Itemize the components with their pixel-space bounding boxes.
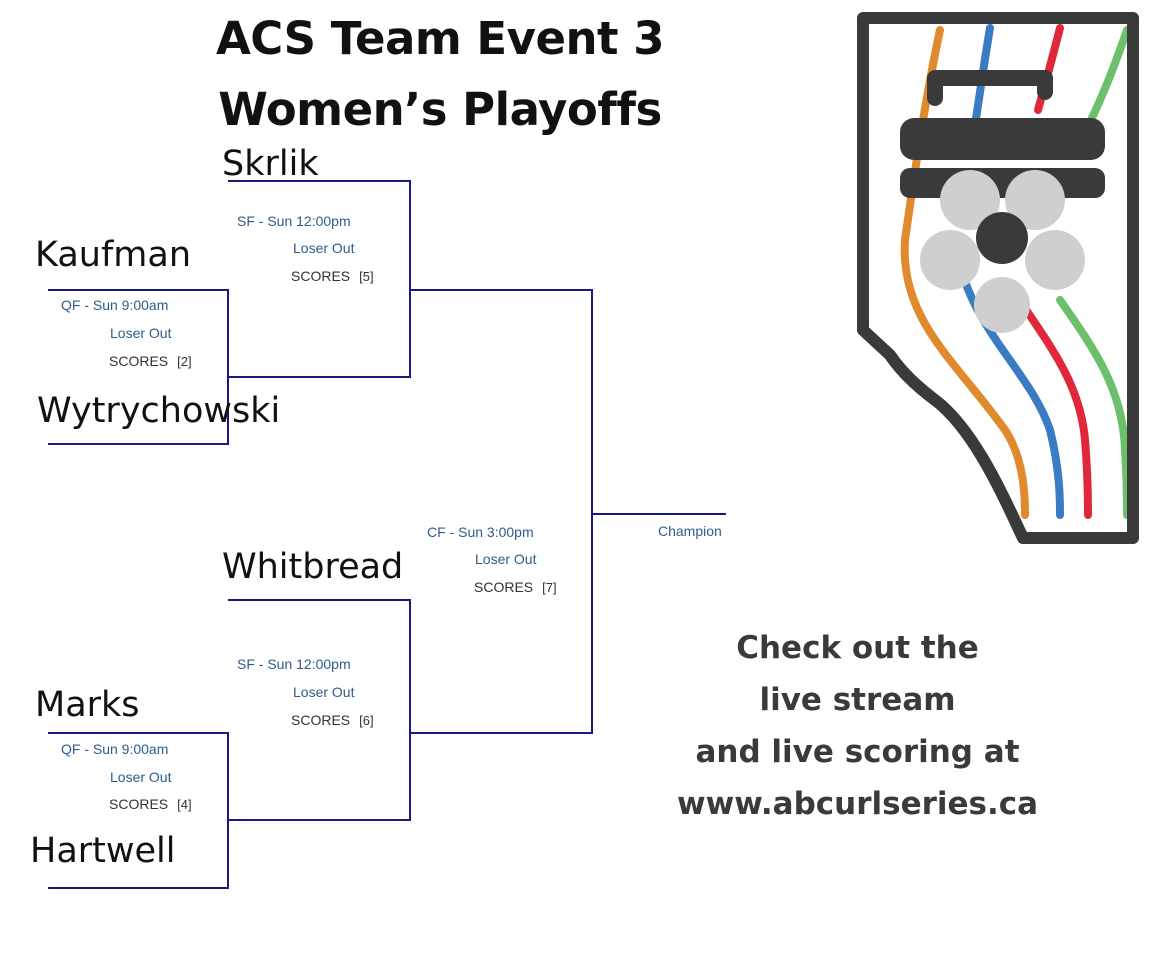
qf1-time: QF - Sun 9:00am [61, 297, 169, 313]
team-skrlik: Skrlik [222, 144, 319, 184]
qf1-bracket-line [48, 289, 229, 445]
qf1-scores-label: SCORES [109, 353, 169, 369]
sf1-scores-link[interactable]: SCORES [5] [291, 269, 374, 283]
cf-game-number: [7] [542, 580, 557, 595]
qf2-game-number: [4] [177, 797, 192, 812]
logo-province-outline [857, 12, 1139, 544]
qf2-type: Loser Out [110, 769, 172, 785]
team-marks: Marks [35, 685, 140, 725]
cf-time: CF - Sun 3:00pm [427, 524, 534, 540]
qf2-scores-label: SCORES [109, 796, 169, 812]
sf2-type: Loser Out [293, 684, 355, 700]
sf1-time: SF - Sun 12:00pm [237, 213, 351, 229]
sf2-time: SF - Sun 12:00pm [237, 656, 351, 672]
sf1-bracket-line [228, 180, 411, 378]
qf1-type: Loser Out [110, 325, 172, 341]
cf-scores-label: SCORES [474, 579, 534, 595]
promo-url-link[interactable]: www.abcurlseries.ca [676, 786, 1039, 822]
cf-scores-link[interactable]: SCORES [7] [474, 580, 557, 594]
sf2-scores-link[interactable]: SCORES [6] [291, 713, 374, 727]
logo-curling-stone [900, 70, 1105, 198]
sf1-scores-label: SCORES [291, 268, 351, 284]
logo-stripe-red [1009, 24, 1092, 519]
qf2-scores-link[interactable]: SCORES [4] [109, 797, 192, 811]
qf2-bracket-line [48, 732, 229, 889]
champion-label: Champion [658, 523, 722, 539]
sf2-game-number: [6] [359, 713, 374, 728]
cf-bracket-line [410, 289, 593, 734]
promo-line2: live stream [759, 682, 956, 718]
page-title-line2: Women’s Playoffs [218, 83, 662, 136]
team-wytrychowski: Wytrychowski [37, 391, 281, 431]
qf1-scores-link[interactable]: SCORES [2] [109, 354, 192, 368]
team-kaufman: Kaufman [35, 235, 192, 275]
qf1-game-number: [2] [177, 354, 192, 369]
page-title-line1: ACS Team Event 3 [215, 12, 665, 65]
logo-wild-rose-icon [920, 170, 1085, 333]
promo-line3: and live scoring at [695, 734, 1020, 770]
sf1-game-number: [5] [359, 269, 374, 284]
team-hartwell: Hartwell [30, 831, 176, 871]
sf2-bracket-line [228, 599, 411, 821]
team-whitbread: Whitbread [222, 547, 404, 587]
logo-stripe-green [1056, 26, 1131, 519]
promo-line1: Check out the [736, 630, 979, 666]
cf-type: Loser Out [475, 551, 537, 567]
qf2-time: QF - Sun 9:00am [61, 741, 169, 757]
alberta-curling-series-logo [857, 12, 1139, 544]
sf1-type: Loser Out [293, 240, 355, 256]
sf2-scores-label: SCORES [291, 712, 351, 728]
